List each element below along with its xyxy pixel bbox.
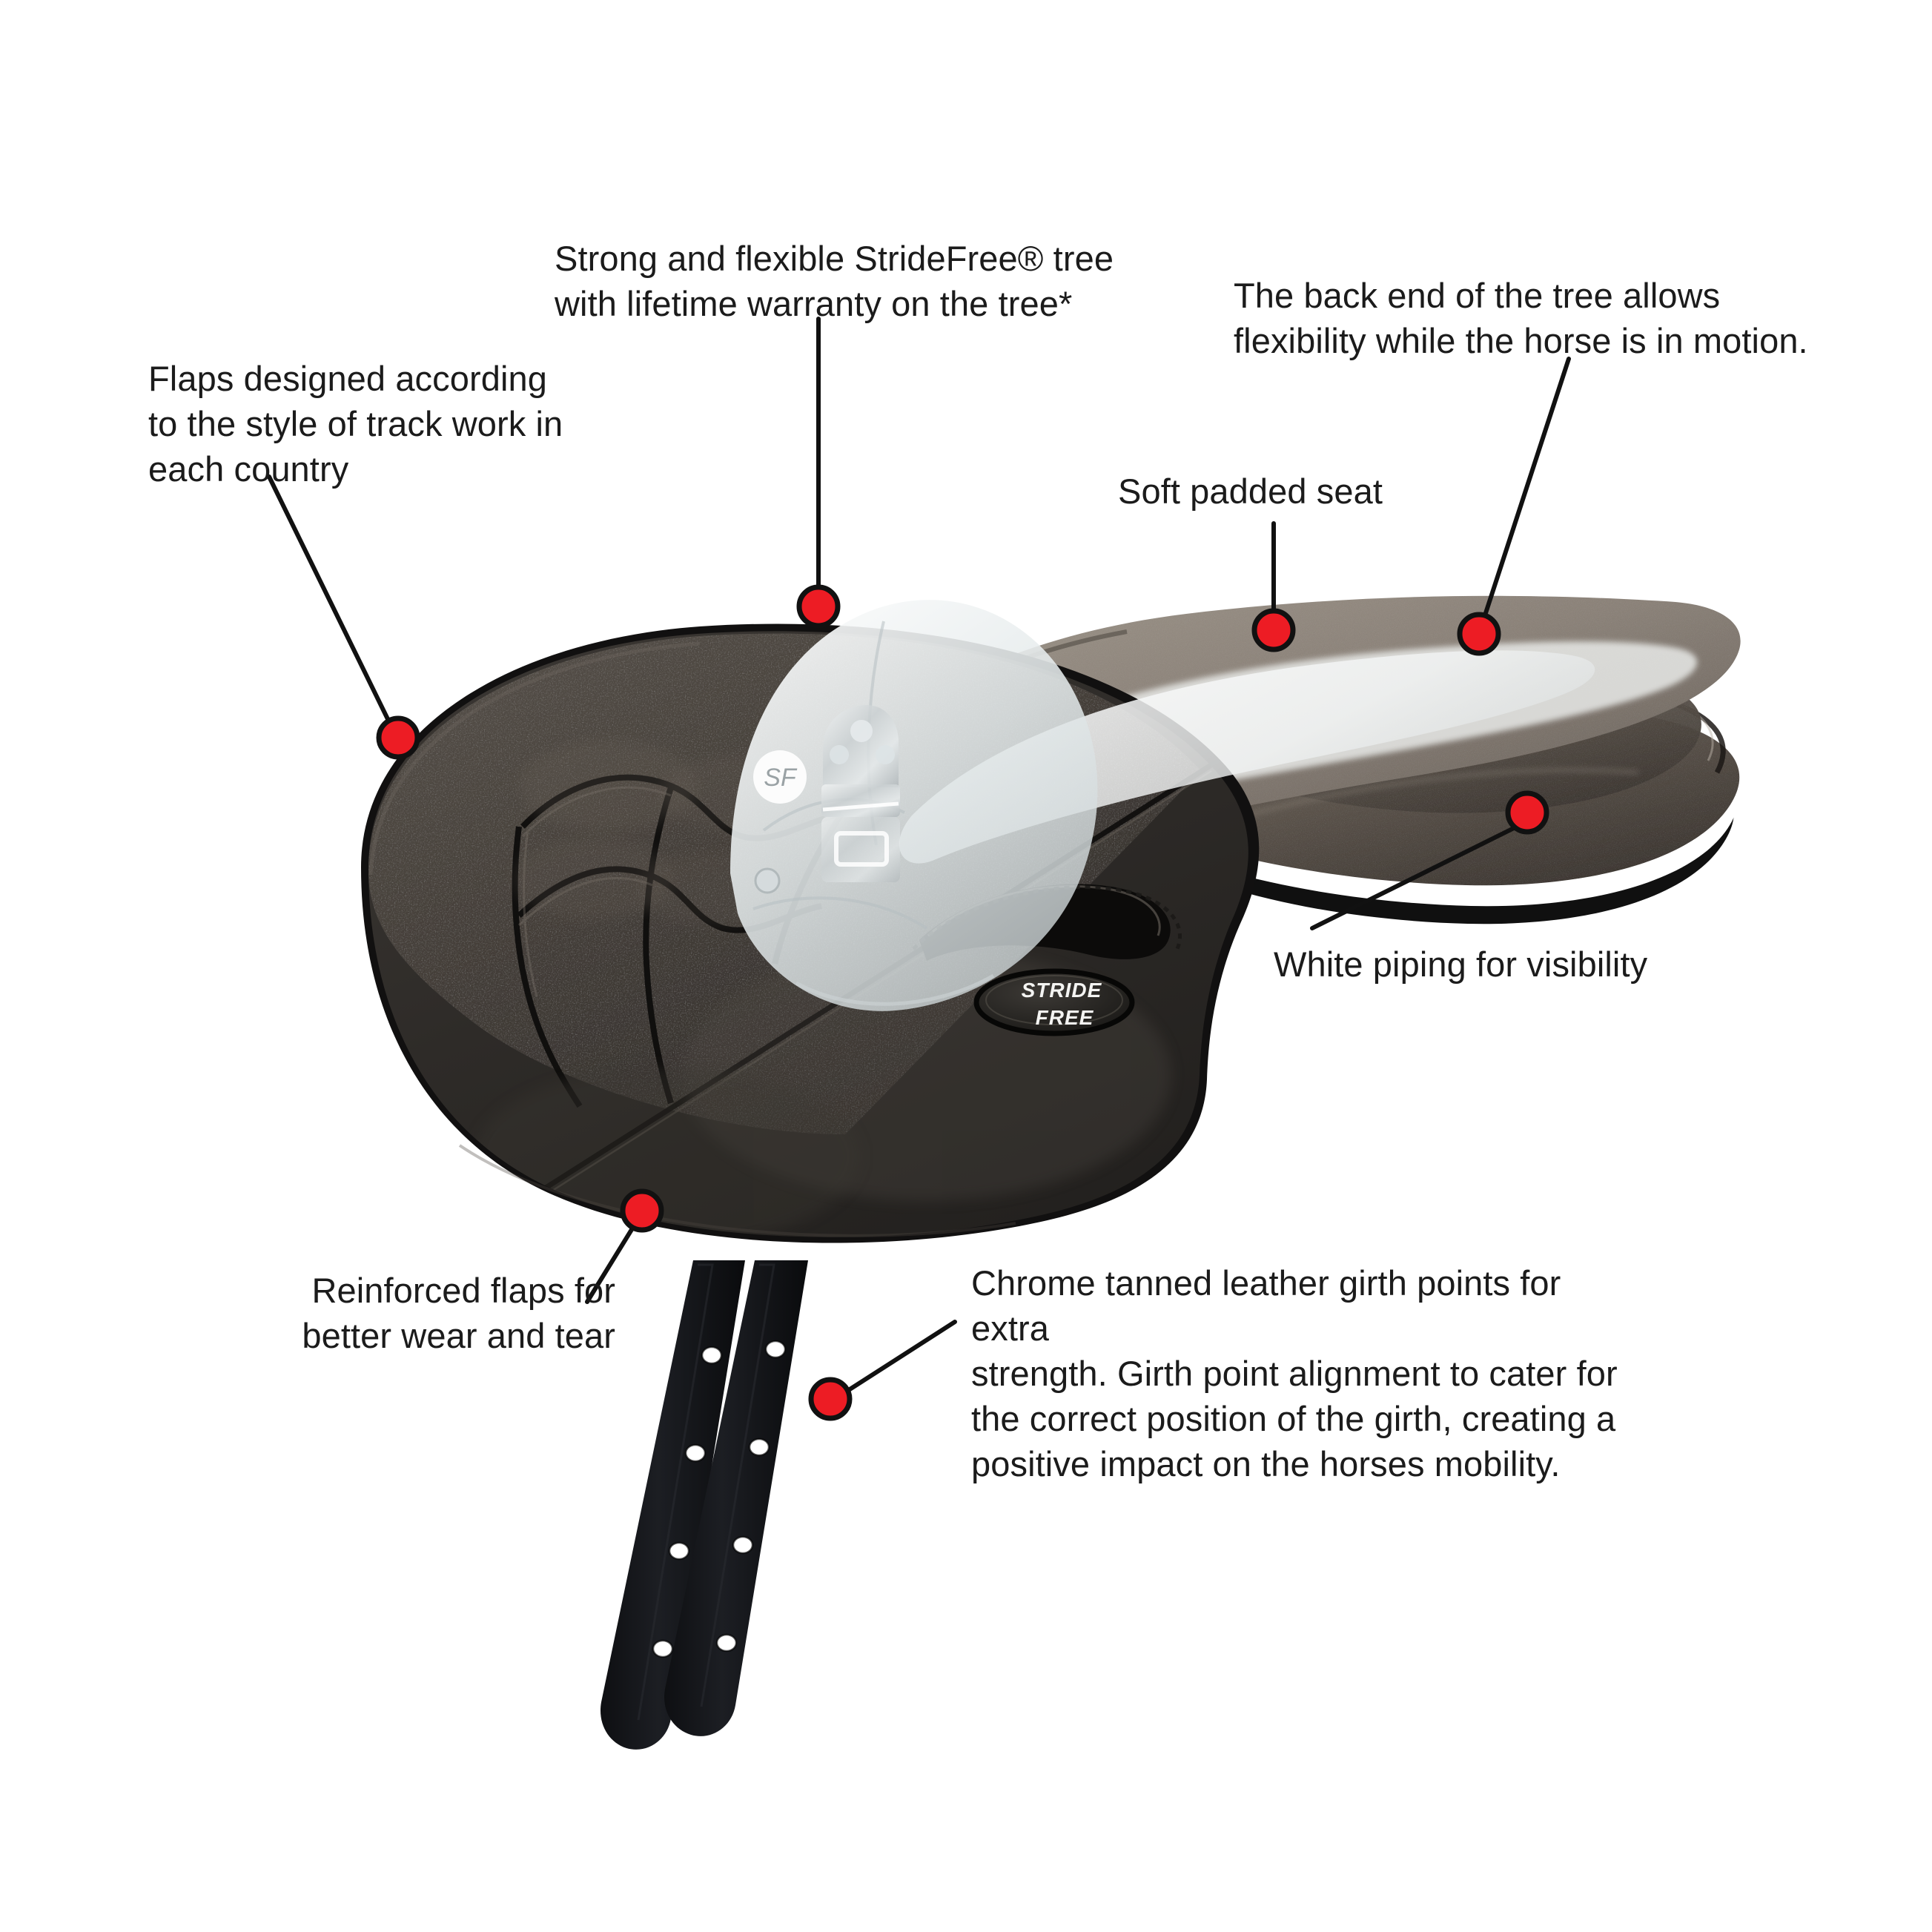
marker-reinforced-flaps[interactable] bbox=[620, 1188, 664, 1233]
marker-soft-seat[interactable] bbox=[1251, 608, 1296, 652]
marker-flaps-designed[interactable] bbox=[376, 715, 420, 760]
leader-line-chrome-girth bbox=[843, 1320, 957, 1395]
marker-chrome-girth[interactable] bbox=[808, 1377, 853, 1421]
callout-label-flaps-designed: Flaps designed according to the style of… bbox=[148, 359, 563, 489]
tree-rivet bbox=[755, 869, 779, 893]
callout-markers bbox=[376, 584, 1549, 1421]
badge-text-free: FREE bbox=[1036, 1006, 1094, 1029]
stridefree-tree-overlay: SF bbox=[730, 600, 1595, 1011]
sf-monogram-text: SF bbox=[764, 764, 798, 792]
girth-strap-right bbox=[664, 1260, 808, 1736]
callout-label-chrome-tanned-girth-points: Chrome tanned leather girth points for e… bbox=[971, 1263, 1618, 1484]
callout-label-back-end-of-tree: The back end of the tree allows flexibil… bbox=[1234, 276, 1808, 361]
callout-label-white-piping: White piping for visibility bbox=[1274, 945, 1648, 984]
leader-line-flaps-designed bbox=[267, 474, 391, 724]
leader-line-white-piping bbox=[1310, 824, 1519, 930]
callout-label-reinforced-flaps: Reinforced flaps for better wear and tea… bbox=[302, 1271, 615, 1356]
marker-strong-tree[interactable] bbox=[796, 584, 841, 629]
marker-white-piping[interactable] bbox=[1505, 790, 1549, 835]
leader-line-back-end bbox=[1482, 357, 1571, 620]
sf-monogram: SF bbox=[753, 750, 807, 804]
callout-leader-lines bbox=[267, 317, 1571, 1395]
tree-head bbox=[730, 600, 1098, 1011]
callout-label-strong-flexible-tree: Strong and flexible StrideFree® tree wit… bbox=[555, 239, 1114, 324]
girth-straps bbox=[600, 1260, 808, 1750]
callout-label-soft-padded-seat: Soft padded seat bbox=[1118, 472, 1383, 511]
marker-back-end[interactable] bbox=[1457, 612, 1501, 656]
girth-strap-left bbox=[600, 1260, 745, 1750]
stirrup-bar bbox=[821, 704, 900, 882]
leader-line-reinforced-flaps bbox=[585, 1223, 637, 1304]
badge-text-stride: STRIDE bbox=[1022, 979, 1102, 1002]
stride-free-badge: STRIDE FREE bbox=[973, 968, 1135, 1036]
